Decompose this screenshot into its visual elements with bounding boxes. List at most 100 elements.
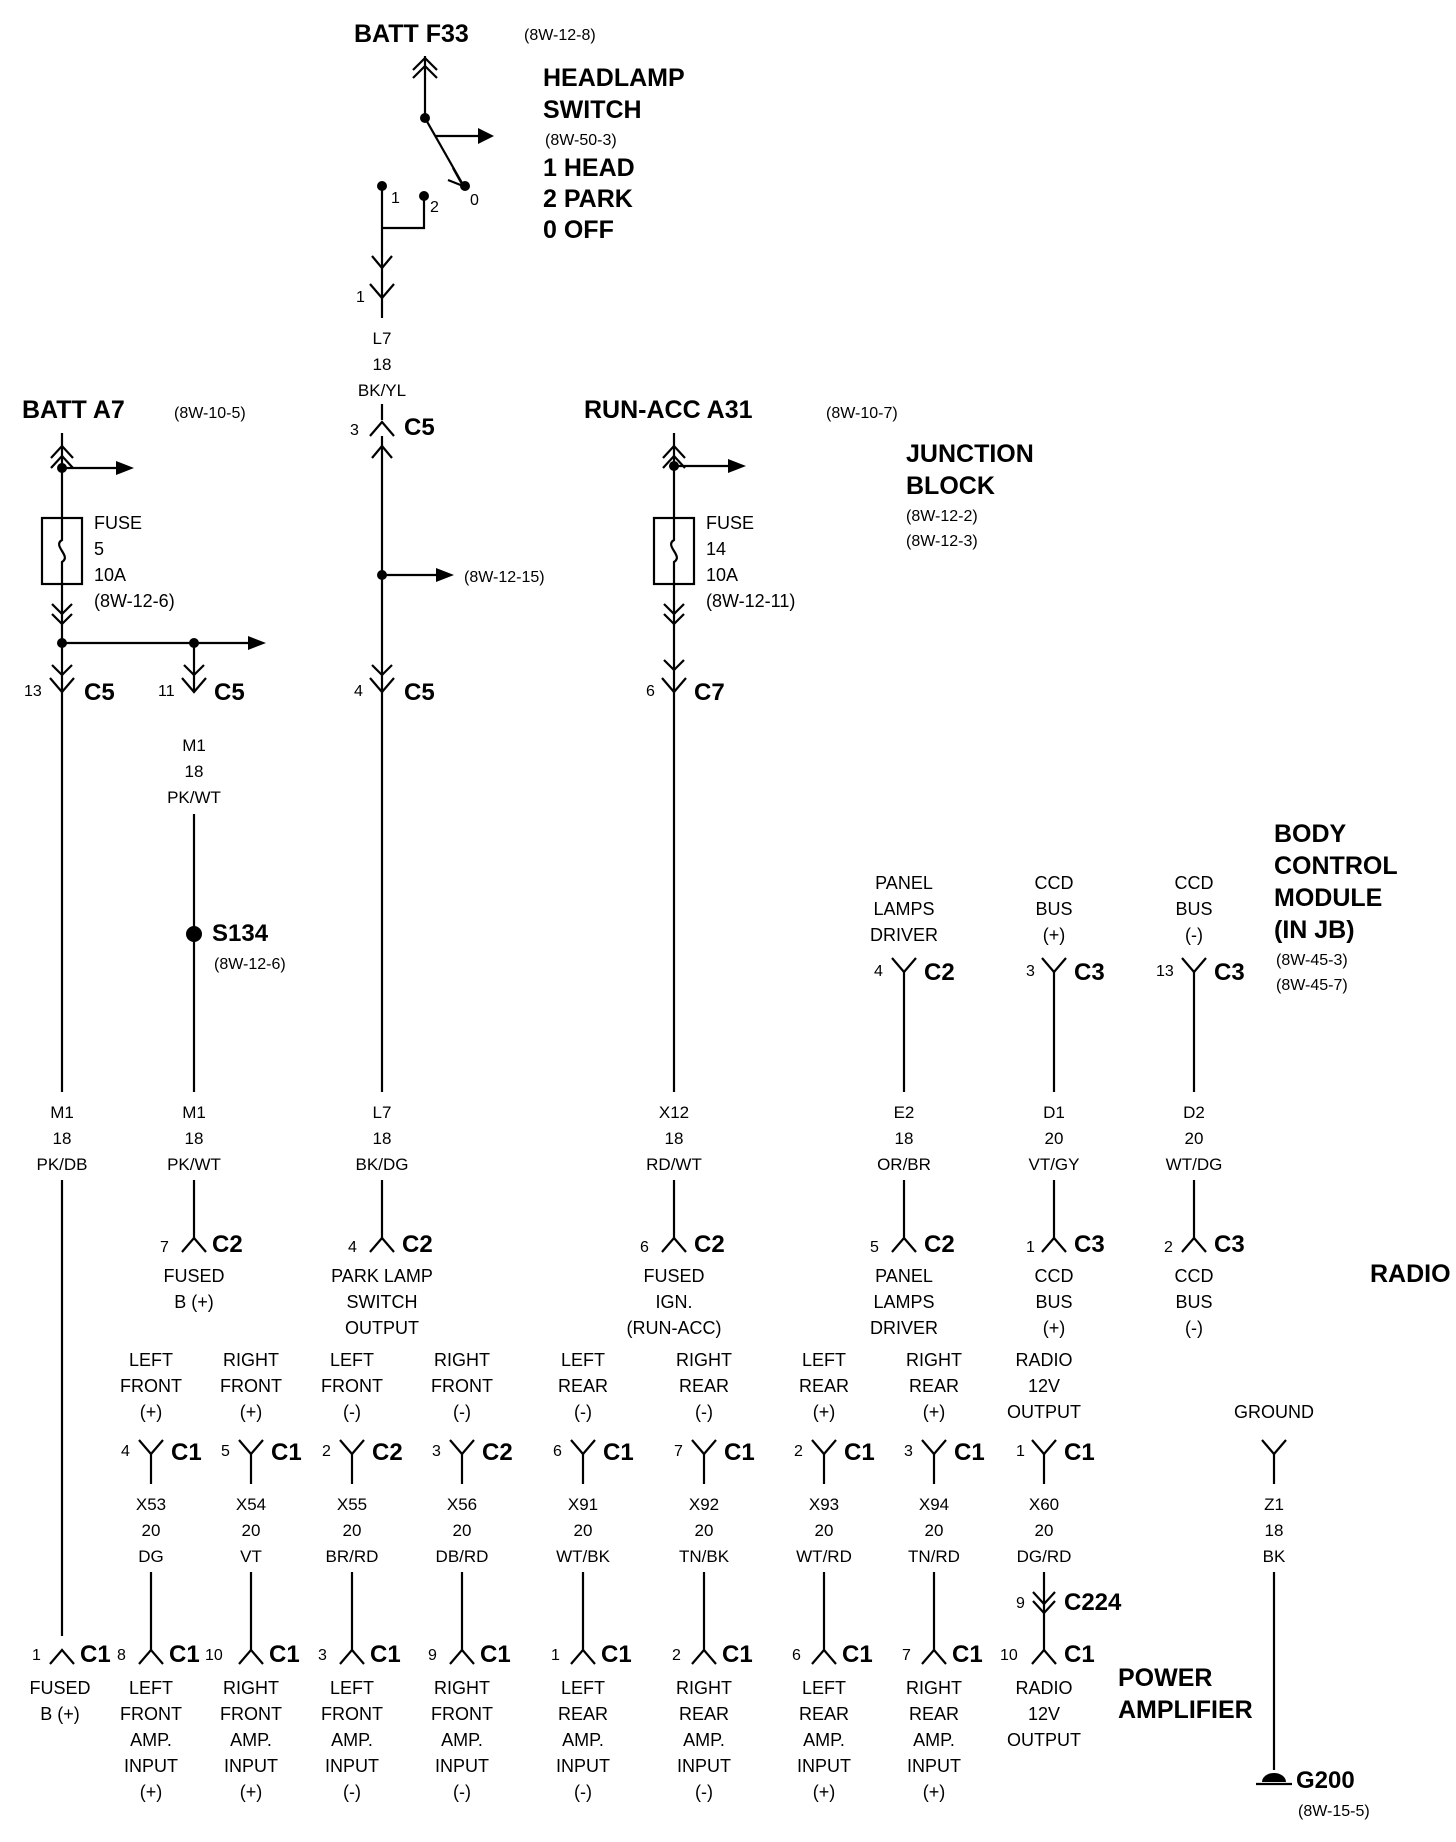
bcm-pin3-conn: C3 <box>1214 959 1245 986</box>
radio-top-pin3-l1: FUSED <box>643 1266 704 1286</box>
bcm-ref2: (8W-45-7) <box>1276 977 1348 994</box>
s134-label: S134 <box>212 920 269 947</box>
amp-pin9-l2: REAR <box>909 1704 959 1724</box>
batt-f33-box <box>342 8 515 56</box>
l7-top-circuit: L7 <box>373 329 392 348</box>
jb-out3-pin: 4 <box>354 683 363 700</box>
amp-pin8-l2: REAR <box>799 1704 849 1724</box>
radio-bot-pin3-l3: (-) <box>343 1402 361 1422</box>
mid-wire-3-color: BK/DG <box>356 1155 409 1174</box>
x92-circuit: X92 <box>689 1495 719 1514</box>
headlamp-switch-title1: HEADLAMP <box>543 64 685 92</box>
switch-pin1-number: 1 <box>356 289 365 306</box>
amp-pin4-l2: FRONT <box>321 1704 383 1724</box>
radio-ground-label: GROUND <box>1234 1402 1314 1422</box>
switch-pos1-label: 1 <box>391 190 400 207</box>
amp-pin6-l2: REAR <box>558 1704 608 1724</box>
amp-pin3-l5: (+) <box>240 1782 263 1802</box>
x53-circuit: X53 <box>136 1495 166 1514</box>
amp-pin6-connector-icon <box>570 1648 596 1665</box>
mid-wire-4-circuit: X12 <box>659 1103 689 1122</box>
amp-pin9-l4: INPUT <box>907 1756 961 1776</box>
radio-bot-pin6-l2: REAR <box>679 1376 729 1396</box>
amp-pin8-number: 6 <box>792 1647 801 1664</box>
ground-symbol-icon <box>1262 1773 1286 1782</box>
batt-f33-ref: (8W-12-8) <box>524 27 596 44</box>
radio-bot-pin4-l3: (-) <box>453 1402 471 1422</box>
bcm-pin1-line3: DRIVER <box>870 925 938 945</box>
radio-top-pin1-l2: B (+) <box>174 1292 214 1312</box>
radio-bot-pin6-connector-icon <box>691 1439 717 1456</box>
mid-wire-1-color: PK/DB <box>36 1155 87 1174</box>
batt-a7-label: BATT A7 <box>22 396 125 424</box>
radio-bot-pin8-conn: C1 <box>954 1439 985 1466</box>
x91-gauge: 20 <box>574 1521 593 1540</box>
mid-wire-6-gauge: 20 <box>1045 1129 1064 1148</box>
bcm-pin-panel-lamps: PANEL LAMPS DRIVER 4 C2 <box>870 873 955 986</box>
fuse5-tap-arrow-icon <box>116 461 134 475</box>
x56-gauge: 20 <box>453 1521 472 1540</box>
bcm-pin3-line3: (-) <box>1185 925 1203 945</box>
radio-bot-pin9-l2: 12V <box>1028 1376 1060 1396</box>
m1-upper-circuit: M1 <box>182 736 206 755</box>
x93-gauge: 20 <box>815 1521 834 1540</box>
jb-out3-arrow <box>371 664 393 677</box>
jb-out2-arrow <box>183 664 205 677</box>
radio-bot-pin5-conn: C1 <box>603 1439 634 1466</box>
amp-pin8-l1: LEFT <box>802 1678 846 1698</box>
x94-color: TN/RD <box>908 1547 960 1566</box>
amp-pin7-connector-icon <box>691 1648 717 1665</box>
x60-color: DG/RD <box>1017 1547 1072 1566</box>
radio-bot-pin2-l2: FRONT <box>220 1376 282 1396</box>
amp-pin2-l1: LEFT <box>129 1678 173 1698</box>
g200-label: G200 <box>1296 1767 1355 1794</box>
amp-pin4-connector-icon <box>339 1648 365 1665</box>
mid-wire-6-circuit: D1 <box>1043 1103 1065 1122</box>
amp-pin4-number: 3 <box>318 1647 327 1664</box>
amp-pin2-number: 8 <box>117 1647 126 1664</box>
switch-pos0-label: 0 <box>470 192 479 209</box>
mid-wire-4-color: RD/WT <box>646 1155 702 1174</box>
radio-bot-pin9-connector-icon <box>1031 1439 1057 1456</box>
radio-bot-pin1-l2: FRONT <box>120 1376 182 1396</box>
jb-out1-arrow <box>51 664 73 677</box>
bcm-pin1-line1: PANEL <box>875 873 933 893</box>
radio-bot-pin3-conn: C2 <box>372 1439 403 1466</box>
amp-pin2-l4: INPUT <box>124 1756 178 1776</box>
l7-jb-in-arrow <box>371 444 393 459</box>
mid-wire-2-gauge: 18 <box>185 1129 204 1148</box>
x93-circuit: X93 <box>809 1495 839 1514</box>
amp-pin6-l1: LEFT <box>561 1678 605 1698</box>
radio-bot-pin4-conn: C2 <box>482 1439 513 1466</box>
fuse5-number: 5 <box>94 539 104 559</box>
fuse5-output-arrow <box>51 603 73 626</box>
amp-pin4-l5: (-) <box>343 1782 361 1802</box>
x56-color: DB/RD <box>436 1547 489 1566</box>
mid-wire-4-gauge: 18 <box>665 1129 684 1148</box>
radio-bot-pin5-l1: LEFT <box>561 1350 605 1370</box>
amp-pin9-conn: C1 <box>952 1641 983 1668</box>
radio-top-pin4-l2: LAMPS <box>873 1292 934 1312</box>
amp-pin1-l1: FUSED <box>29 1678 90 1698</box>
amp-pin1-conn: C1 <box>80 1641 111 1668</box>
lower-wires: X53 20 DG X54 20 VT X55 20 BR/RD X56 20 … <box>136 1454 1286 1770</box>
jb-c5-in-label: C5 <box>404 414 435 441</box>
bcm-title1: BODY <box>1274 820 1347 848</box>
amp-pin5-connector-icon <box>449 1648 475 1665</box>
radio-bot-pin7-l1: LEFT <box>802 1350 846 1370</box>
amp-pin7-l2: REAR <box>679 1704 729 1724</box>
amp-pin7-l5: (-) <box>695 1782 713 1802</box>
junction-block-ref2: (8W-12-3) <box>906 533 978 550</box>
jb-c5-in-pin: 3 <box>350 422 359 439</box>
x55-gauge: 20 <box>343 1521 362 1540</box>
amp-pin5-l3: AMP. <box>441 1730 483 1750</box>
radio-top-pin6-conn: C3 <box>1214 1231 1245 1258</box>
amp-pin7-l1: RIGHT <box>676 1678 732 1698</box>
z1-color: BK <box>1263 1547 1286 1566</box>
amp-pin8-l4: INPUT <box>797 1756 851 1776</box>
amp-pin4-l1: LEFT <box>330 1678 374 1698</box>
amp-pin10-l2: 12V <box>1028 1704 1060 1724</box>
amp-pin2-connector-icon <box>138 1648 164 1665</box>
amp-pin9-l3: AMP. <box>913 1730 955 1750</box>
g200-ref: (8W-15-5) <box>1298 1803 1370 1820</box>
